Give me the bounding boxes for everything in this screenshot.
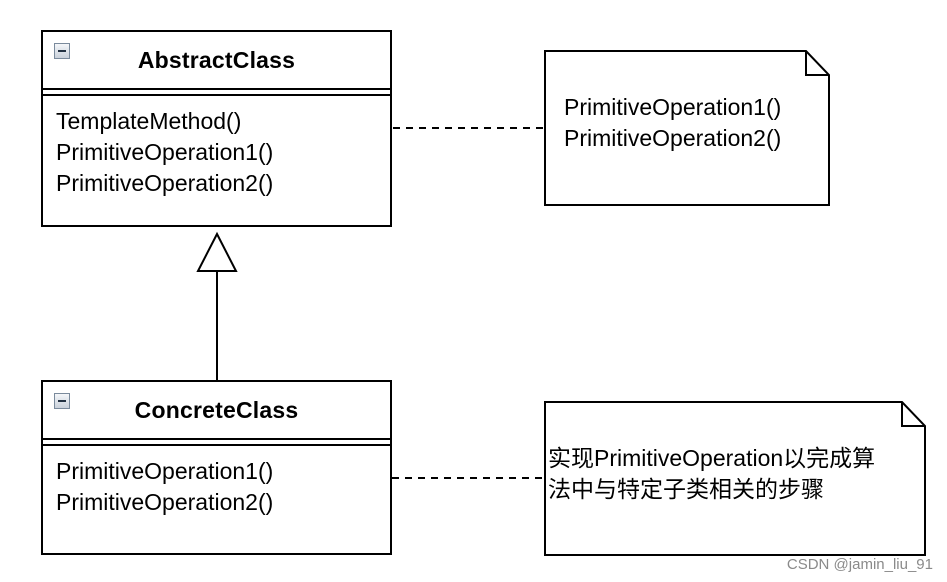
template-note-text: PrimitiveOperation1() PrimitiveOperation… [564, 92, 781, 154]
note-line: PrimitiveOperation2() [564, 125, 782, 151]
operation-primitive-2: PrimitiveOperation2() [56, 489, 274, 515]
inheritance-arrow [196, 231, 238, 381]
operation-primitive-2: PrimitiveOperation2() [56, 170, 274, 196]
abstract-class-name: AbstractClass [137, 47, 296, 73]
note-line: 法中与特定子类相关的步骤 [548, 476, 824, 502]
operations-compartment: PrimitiveOperation1() PrimitiveOperation… [43, 446, 390, 518]
concrete-class-name: ConcreteClass [134, 397, 299, 423]
operation-primitive-1: PrimitiveOperation1() [56, 458, 274, 484]
template-note-shape [544, 50, 830, 206]
concrete-class-box[interactable]: ConcreteClass PrimitiveOperation1() Prim… [41, 380, 392, 555]
note-line: 实现PrimitiveOperation以完成算 [548, 445, 876, 471]
operation-template-method: TemplateMethod() [56, 108, 242, 134]
operations-compartment: TemplateMethod() PrimitiveOperation1() P… [43, 96, 390, 199]
attributes-compartment [43, 90, 390, 96]
attributes-compartment [43, 440, 390, 446]
abstract-class-header: AbstractClass [43, 32, 390, 90]
concrete-note-text: 实现PrimitiveOperation以完成算 法中与特定子类相关的步骤 [548, 443, 875, 505]
concrete-class-header: ConcreteClass [43, 382, 390, 440]
collapse-minus-icon[interactable] [54, 43, 70, 59]
note-line: PrimitiveOperation1() [564, 94, 782, 120]
concrete-note-shape [544, 401, 926, 556]
watermark: CSDN @jamin_liu_91 [786, 556, 933, 573]
collapse-minus-icon[interactable] [54, 393, 70, 409]
operation-primitive-1: PrimitiveOperation1() [56, 139, 274, 165]
abstract-class-box[interactable]: AbstractClass TemplateMethod() Primitive… [41, 30, 392, 227]
